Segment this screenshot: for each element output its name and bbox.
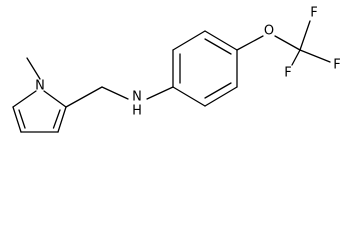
bond-n1-c5 — [12, 90, 37, 108]
amine-nitrogen-label: N — [132, 90, 142, 105]
bond-c2-c3-inner — [52, 109, 61, 129]
bond-c-f-right — [299, 49, 331, 63]
bond-ar3-ar4 — [204, 30, 238, 51]
pyrrole-ring — [12, 90, 67, 133]
fluorine-right-label: F — [333, 58, 340, 73]
bond-nh-aryl — [146, 86, 174, 100]
bond-ar5-ar6-inner — [204, 82, 232, 99]
bond-ar2-ar3 — [172, 30, 206, 51]
structure-diagram: N N H O F F F — [12, 6, 341, 133]
pyrrole-nitrogen-label: N — [35, 79, 45, 94]
bond-n1-methyl — [26, 57, 41, 80]
bond-ar5-ar6 — [204, 86, 238, 107]
bond-c-f-left — [291, 49, 301, 66]
bond-ar6-ar1 — [172, 86, 206, 107]
bond-c4-c5 — [12, 106, 22, 133]
bond-n1-c2 — [43, 90, 67, 108]
bond-c2-ch2 — [65, 86, 103, 108]
bond-c2-c3 — [57, 106, 67, 133]
bond-o-cf3 — [274, 35, 301, 51]
fluorine-top-label: F — [310, 6, 317, 21]
ether-oxygen-label: O — [264, 24, 274, 39]
bond-c4-c5-inner — [18, 109, 26, 129]
bond-ch2-nh — [101, 86, 129, 100]
bond-ar3-ar4-inner — [204, 38, 232, 55]
bond-c-f-top — [299, 20, 311, 51]
fluorine-left-label: F — [284, 66, 291, 81]
bond-ar4-o — [236, 35, 264, 51]
amine-hydrogen-label: H — [132, 104, 142, 119]
benzene-ring — [172, 30, 238, 107]
